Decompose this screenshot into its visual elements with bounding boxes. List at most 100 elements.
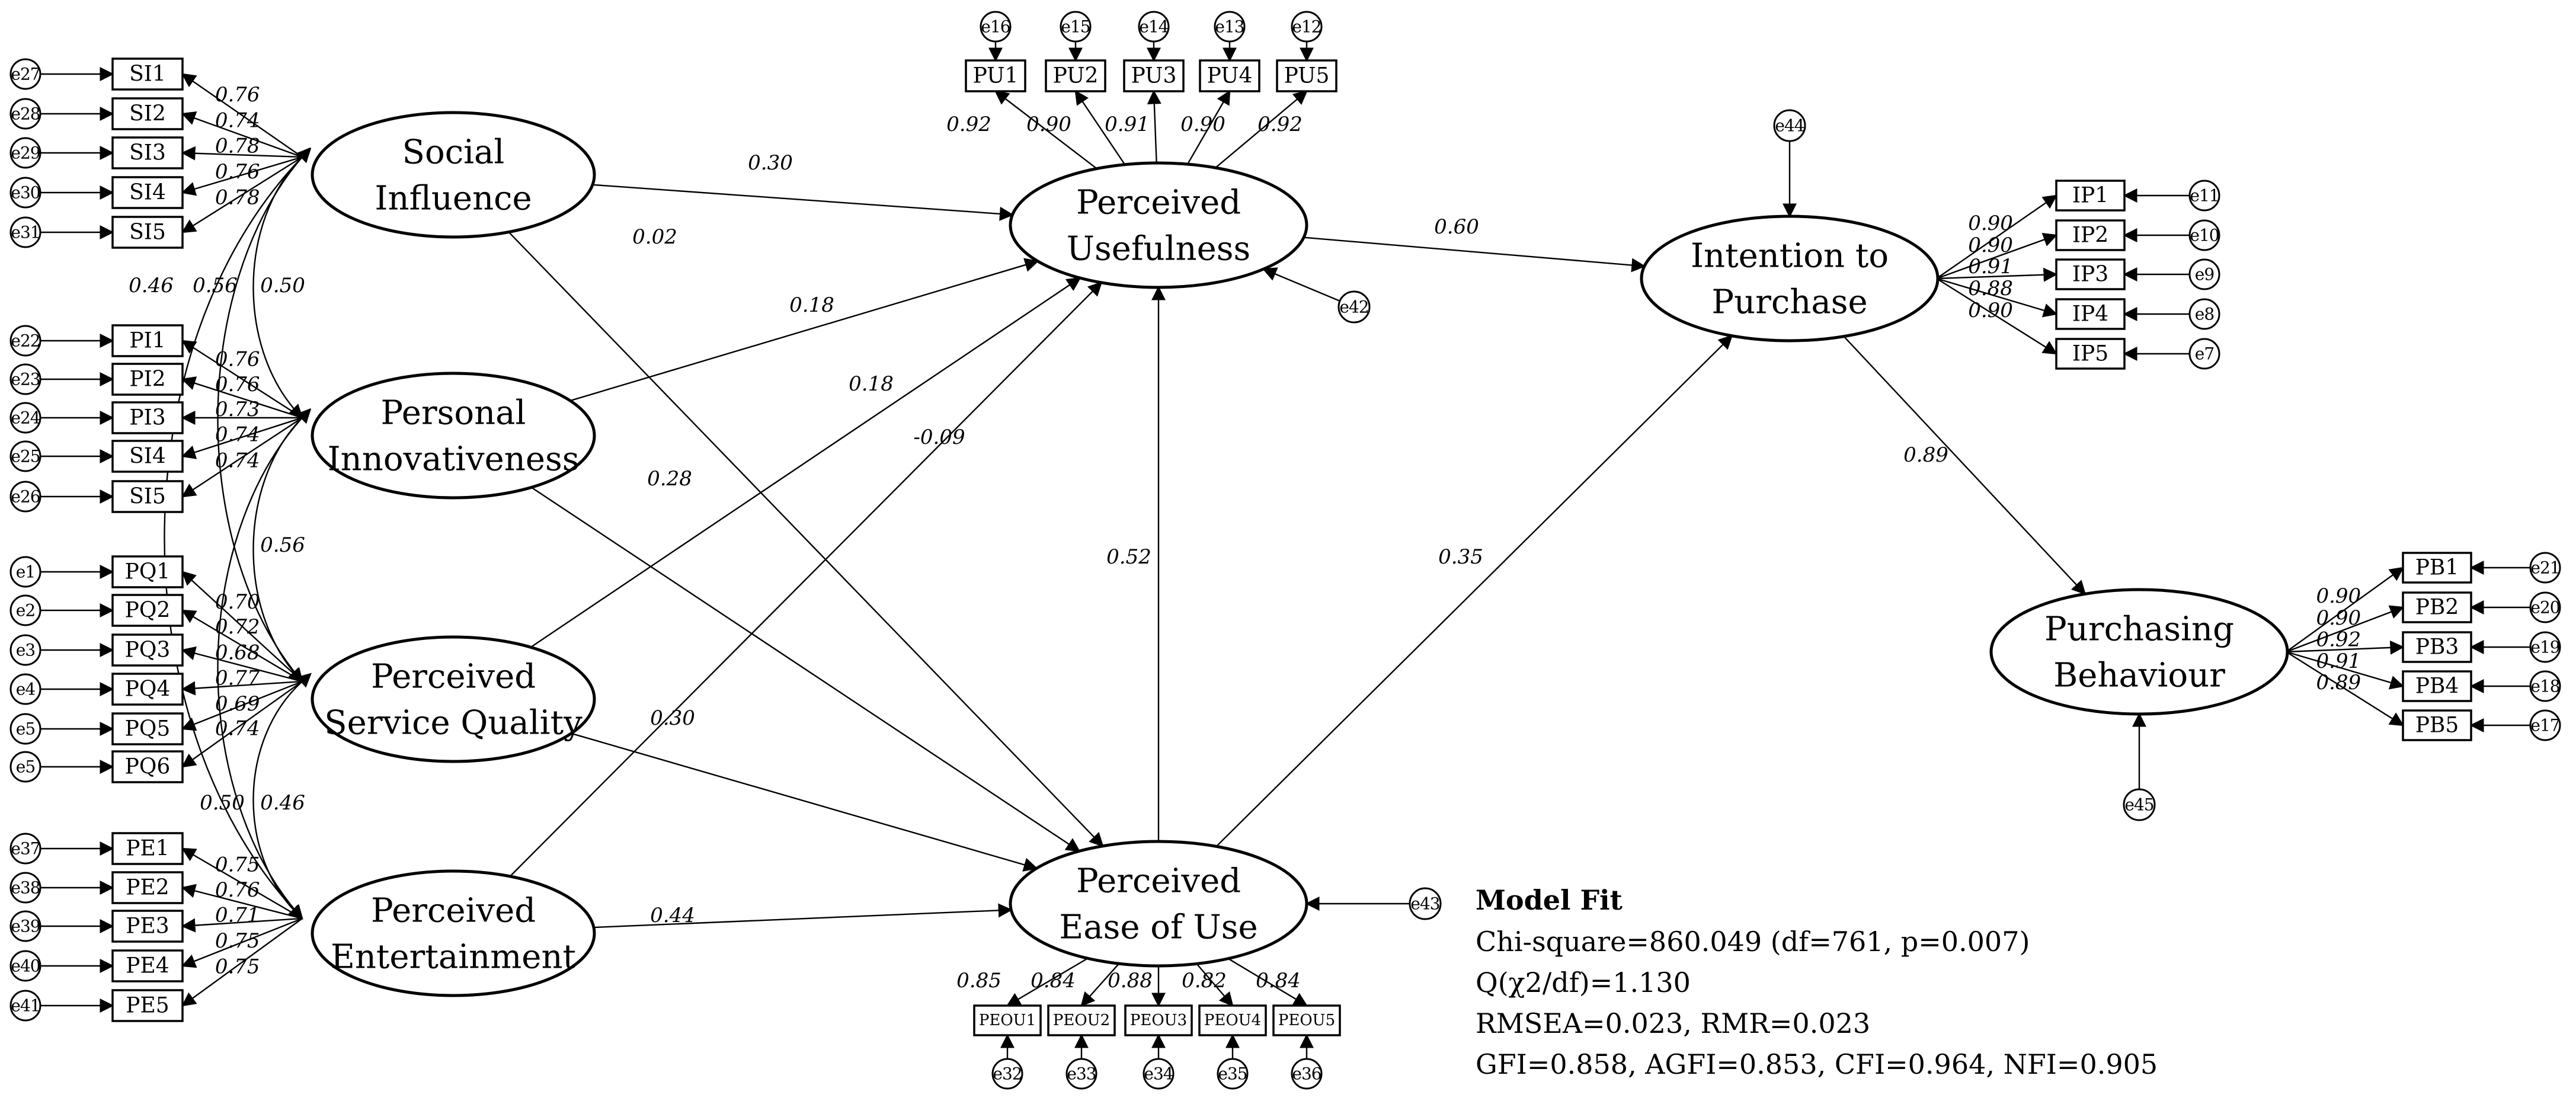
- indicator-label-si4: SI4: [129, 181, 166, 205]
- path-value-pu_ip: 0.60: [1434, 215, 1479, 239]
- loading-value: 0.90: [1180, 113, 1225, 136]
- error-term: [2188, 219, 2220, 251]
- latent-label-ip-1: Intention to: [1691, 237, 1889, 276]
- loading-value: 0.73: [215, 398, 260, 421]
- error-label: e41: [11, 996, 40, 1016]
- indicator-label-ip2: IP2: [2072, 223, 2108, 248]
- latent-pe: [311, 869, 596, 997]
- disturbance-label-pb: e45: [2124, 795, 2153, 815]
- error-term: [9, 556, 41, 588]
- path-peou_ip: [1215, 334, 1733, 847]
- loading-path: [181, 417, 303, 498]
- error-label: e30: [11, 183, 40, 203]
- latent-label-peou-1: Perceived: [1076, 862, 1241, 901]
- error-label: e19: [2530, 638, 2559, 657]
- model-fit-line: Q(χ2/df)=1.130: [1476, 966, 1691, 998]
- error-term: [9, 990, 41, 1022]
- loading-path: [1936, 233, 2058, 280]
- loading-path: [181, 146, 303, 161]
- indicator-ip5: [2055, 338, 2126, 370]
- indicator-label-pu4: PU4: [1207, 64, 1253, 88]
- error-label: e38: [11, 878, 40, 898]
- path-value-ip_pb: 0.89: [1903, 443, 1948, 467]
- loading-path: [181, 918, 303, 1007]
- error-term: [9, 58, 41, 90]
- indicator-ip3: [2055, 258, 2126, 290]
- loading-path: [1936, 194, 2057, 279]
- loading-path: [1227, 958, 1308, 1007]
- path-value-pe_pu: -0.09: [913, 425, 965, 449]
- indicator-label-pi3: PI3: [129, 406, 165, 430]
- path-pe_peou: [593, 903, 1013, 929]
- latent-ip: [1640, 215, 1940, 343]
- loading-value: 0.92: [946, 113, 991, 136]
- indicator-pu2: [1045, 59, 1106, 92]
- covariance-si_psq: [217, 147, 311, 683]
- loading-path: [1196, 963, 1234, 1007]
- indicator-si1: [111, 57, 184, 91]
- disturbance-pb: [2123, 788, 2156, 821]
- error-label: e28: [11, 104, 40, 124]
- indicator-si3: [111, 136, 184, 169]
- path-pi_peou: [531, 487, 1081, 852]
- loading-path: [181, 376, 303, 419]
- indicator-label-si2: SI2: [129, 102, 166, 126]
- loading-value: 0.89: [2316, 671, 2361, 694]
- indicator-label-si5: SI5: [129, 220, 166, 245]
- indicator-si2: [111, 97, 184, 130]
- indicator-label-si5: SI5: [129, 485, 166, 509]
- path-value-peou_pu: 0.52: [1106, 545, 1151, 569]
- indicator-pb5: [2402, 709, 2472, 741]
- indicator-label-si1: SI1: [129, 62, 166, 87]
- indicator-label-pi2: PI2: [129, 367, 165, 392]
- error-term: [9, 950, 41, 982]
- loading-value: 0.84: [1031, 969, 1076, 993]
- loading-path: [1936, 277, 2058, 318]
- disturbance-peou: [1409, 887, 1442, 920]
- error-label: e27: [11, 65, 40, 84]
- loading-path: [1186, 89, 1231, 165]
- indicator-peou5: [1272, 1004, 1341, 1036]
- indicator-label-pe4: PE4: [126, 954, 169, 978]
- path-pi_pu: [569, 258, 1039, 402]
- indicator-pb2: [2402, 591, 2472, 623]
- indicator-label-pq6: PQ6: [125, 755, 171, 779]
- indicator-pu4: [1199, 59, 1260, 92]
- error-label: e12: [1292, 17, 1321, 37]
- loading-path: [1080, 963, 1120, 1007]
- loading-value: 0.76: [215, 83, 260, 107]
- covariance-value-si_pe: 0.46: [129, 274, 174, 297]
- error-term: [1138, 11, 1170, 43]
- error-term: [1143, 1058, 1175, 1090]
- indicator-label-ip4: IP4: [2072, 302, 2108, 327]
- covariance-value-pi_psq: 0.56: [260, 533, 305, 557]
- error-label: e25: [11, 447, 40, 466]
- error-label: e8: [2195, 305, 2214, 324]
- loading-value: 0.70: [215, 590, 260, 614]
- loading-path: [2286, 651, 2405, 726]
- indicator-peou4: [1198, 1004, 1267, 1036]
- indicator-pe3: [111, 910, 184, 943]
- loading-value: 0.74: [215, 109, 260, 133]
- path-value-pe_peou: 0.44: [650, 904, 695, 927]
- indicator-pi2: [111, 363, 184, 396]
- error-label: e33: [1067, 1064, 1096, 1084]
- error-term: [1291, 11, 1323, 43]
- loading-path: [2286, 566, 2404, 652]
- loading-path: [1074, 90, 1126, 165]
- loading-value: 0.90: [2316, 584, 2361, 608]
- loading-value: 0.69: [215, 692, 260, 716]
- error-label: e32: [993, 1064, 1022, 1084]
- latent-psq: [311, 635, 596, 763]
- indicator-si4: [111, 440, 184, 473]
- error-term: [9, 910, 41, 942]
- indicator-label-pq4: PQ4: [125, 677, 171, 702]
- error-term: [2188, 258, 2220, 290]
- loading-value: 0.91: [1968, 255, 2013, 279]
- error-term: [9, 833, 41, 865]
- disturbance-label-ip: e44: [1775, 116, 1804, 136]
- error-label: e10: [2190, 226, 2219, 245]
- indicator-label-pb4: PB4: [2415, 674, 2459, 699]
- loading-value: 0.92: [1257, 113, 1303, 136]
- latent-label-ip-2: Purchase: [1711, 283, 1867, 322]
